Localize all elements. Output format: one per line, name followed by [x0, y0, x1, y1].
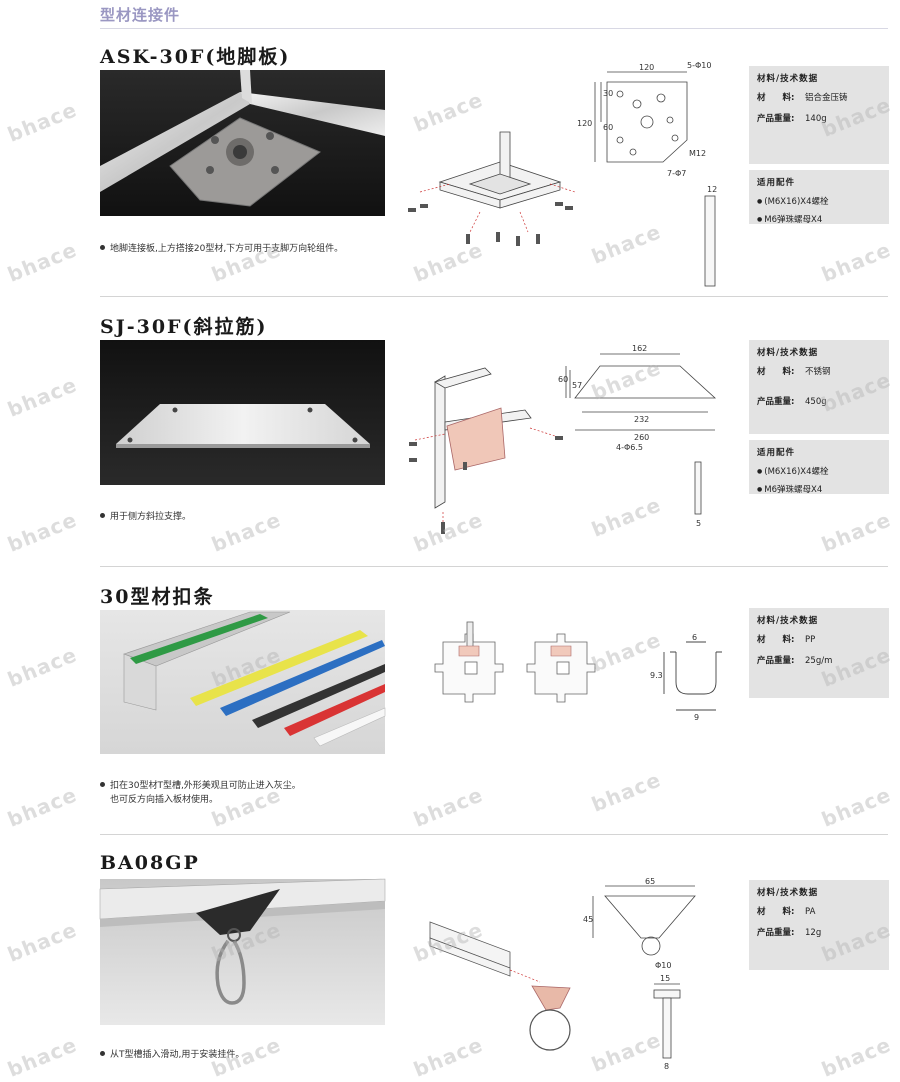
section-title: BA08GP — [100, 852, 200, 874]
svg-text:60: 60 — [603, 123, 613, 132]
svg-text:Φ10: Φ10 — [655, 961, 671, 970]
svg-text:9: 9 — [694, 713, 699, 722]
svg-text:5-Φ10: 5-Φ10 — [687, 61, 711, 70]
spec-panel: 材料/技术数据 材 料:不锈钢 产品重量:450g — [749, 340, 889, 434]
accessory-panel: 适用配件 (M6X16)X4螺栓 M6弹珠螺母X4 — [749, 170, 889, 225]
bullet-icon — [100, 245, 105, 250]
section-title: 30型材扣条 — [100, 586, 215, 608]
product-photo — [100, 70, 385, 216]
product-photo — [99, 878, 386, 1025]
dimension-drawing: 6 9.3 9 — [650, 633, 722, 722]
product-note: 用于侧方斜拉支撑。 — [100, 510, 191, 524]
svg-text:120: 120 — [639, 63, 654, 72]
side-view-drawing: 12 — [704, 185, 717, 287]
svg-text:232: 232 — [634, 415, 649, 424]
product-note: 地脚连接板,上方搭接20型材,下方可用于支脚万向轮组件。 — [100, 242, 343, 256]
bullet-icon — [100, 513, 105, 518]
product-photo — [100, 610, 386, 754]
svg-text:260: 260 — [634, 433, 649, 442]
product-photo — [100, 340, 385, 485]
dimension-drawing: 162 60 57 232 260 4-Φ6.5 — [558, 344, 717, 452]
svg-text:7-Φ7: 7-Φ7 — [667, 169, 686, 178]
svg-text:30: 30 — [603, 89, 613, 98]
svg-text:6: 6 — [692, 633, 697, 642]
svg-text:4-Φ6.5: 4-Φ6.5 — [616, 443, 643, 452]
section-divider — [100, 566, 888, 567]
header-rule — [100, 28, 888, 29]
product-note: 扣在30型材T型槽,外形美观且可防止进入灰尘。 也可反方向插入板材使用。 — [100, 779, 301, 807]
section-strip: 30型材扣条 扣在30型材T型槽,外形美观且可防止进入灰尘。 也可反方向插入板材… — [0, 582, 900, 832]
section-ba08gp: BA08GP 从T型槽插入滑动,用于安装挂件。 65 45 Φ10 — [0, 852, 900, 1074]
profile-drawing — [434, 621, 596, 703]
svg-text:120: 120 — [577, 119, 592, 128]
assembly-drawing — [429, 921, 571, 1051]
page-header: 型材连接件 — [100, 6, 181, 24]
side-view-drawing: 5 — [694, 461, 702, 528]
svg-text:12: 12 — [707, 185, 717, 194]
svg-text:15: 15 — [660, 974, 670, 983]
svg-text:65: 65 — [645, 877, 655, 886]
section-divider — [100, 296, 888, 297]
side-view-drawing: 15 8 — [653, 974, 681, 1071]
spec-panel: 材料/技术数据 材 料:PP 产品重量:25g/m — [749, 608, 889, 698]
product-note: 从T型槽插入滑动,用于安装挂件。 — [100, 1048, 244, 1062]
section-ask-30f: ASK-30F(地脚板) 地脚连接板,上方搭接20型材,下方可用于支脚万向轮组件… — [0, 42, 900, 297]
dimension-drawing: 65 45 Φ10 — [583, 877, 696, 970]
accessory-panel: 适用配件 (M6X16)X4螺栓 M6弹珠螺母X4 — [749, 440, 889, 495]
assembly-drawing — [408, 131, 576, 246]
svg-text:9.3: 9.3 — [650, 671, 663, 680]
svg-text:162: 162 — [632, 344, 647, 353]
bullet-icon — [100, 782, 105, 787]
svg-text:45: 45 — [583, 915, 593, 924]
svg-text:8: 8 — [664, 1062, 669, 1071]
svg-text:57: 57 — [572, 381, 582, 390]
svg-text:M12: M12 — [689, 149, 706, 158]
spec-panel: 材料/技术数据 材 料:PA 产品重量:12g — [749, 880, 889, 970]
assembly-drawing — [409, 367, 563, 534]
svg-text:5: 5 — [696, 519, 701, 528]
svg-text:60: 60 — [558, 375, 568, 384]
section-sj-30f: SJ-30F(斜拉筋) 用于侧方斜拉支撑。 162 60 — [0, 312, 900, 562]
bullet-icon — [100, 1051, 105, 1056]
section-title: SJ-30F(斜拉筋) — [100, 316, 268, 338]
spec-panel: 材料/技术数据 材 料:铝合金压铸 产品重量:140g — [749, 66, 889, 164]
section-title: ASK-30F(地脚板) — [100, 46, 291, 68]
section-divider — [100, 834, 888, 835]
dimension-drawing: 120 5-Φ10 120 30 60 M12 7-Φ7 — [577, 61, 711, 178]
